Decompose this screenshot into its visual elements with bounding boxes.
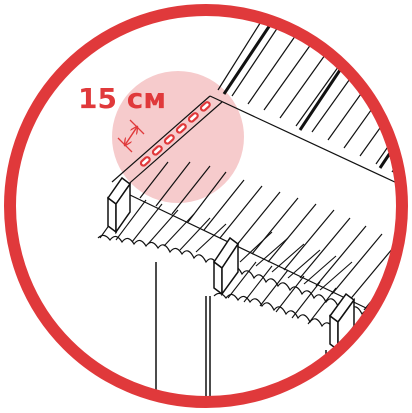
frame-ring (4, 4, 408, 408)
screw-dashes-icon (139, 101, 211, 167)
measurement-label: 15 см (78, 82, 166, 115)
roof-illustration (97, 15, 398, 398)
batten-middle (212, 236, 240, 297)
batten-left (106, 176, 132, 235)
lower-sheet-hatch (99, 195, 353, 291)
lower-sheet (111, 95, 398, 331)
lower-row-hatch (227, 261, 398, 349)
batten-right (328, 292, 356, 353)
rafters (155, 262, 327, 398)
double-arrow-icon (117, 119, 145, 153)
